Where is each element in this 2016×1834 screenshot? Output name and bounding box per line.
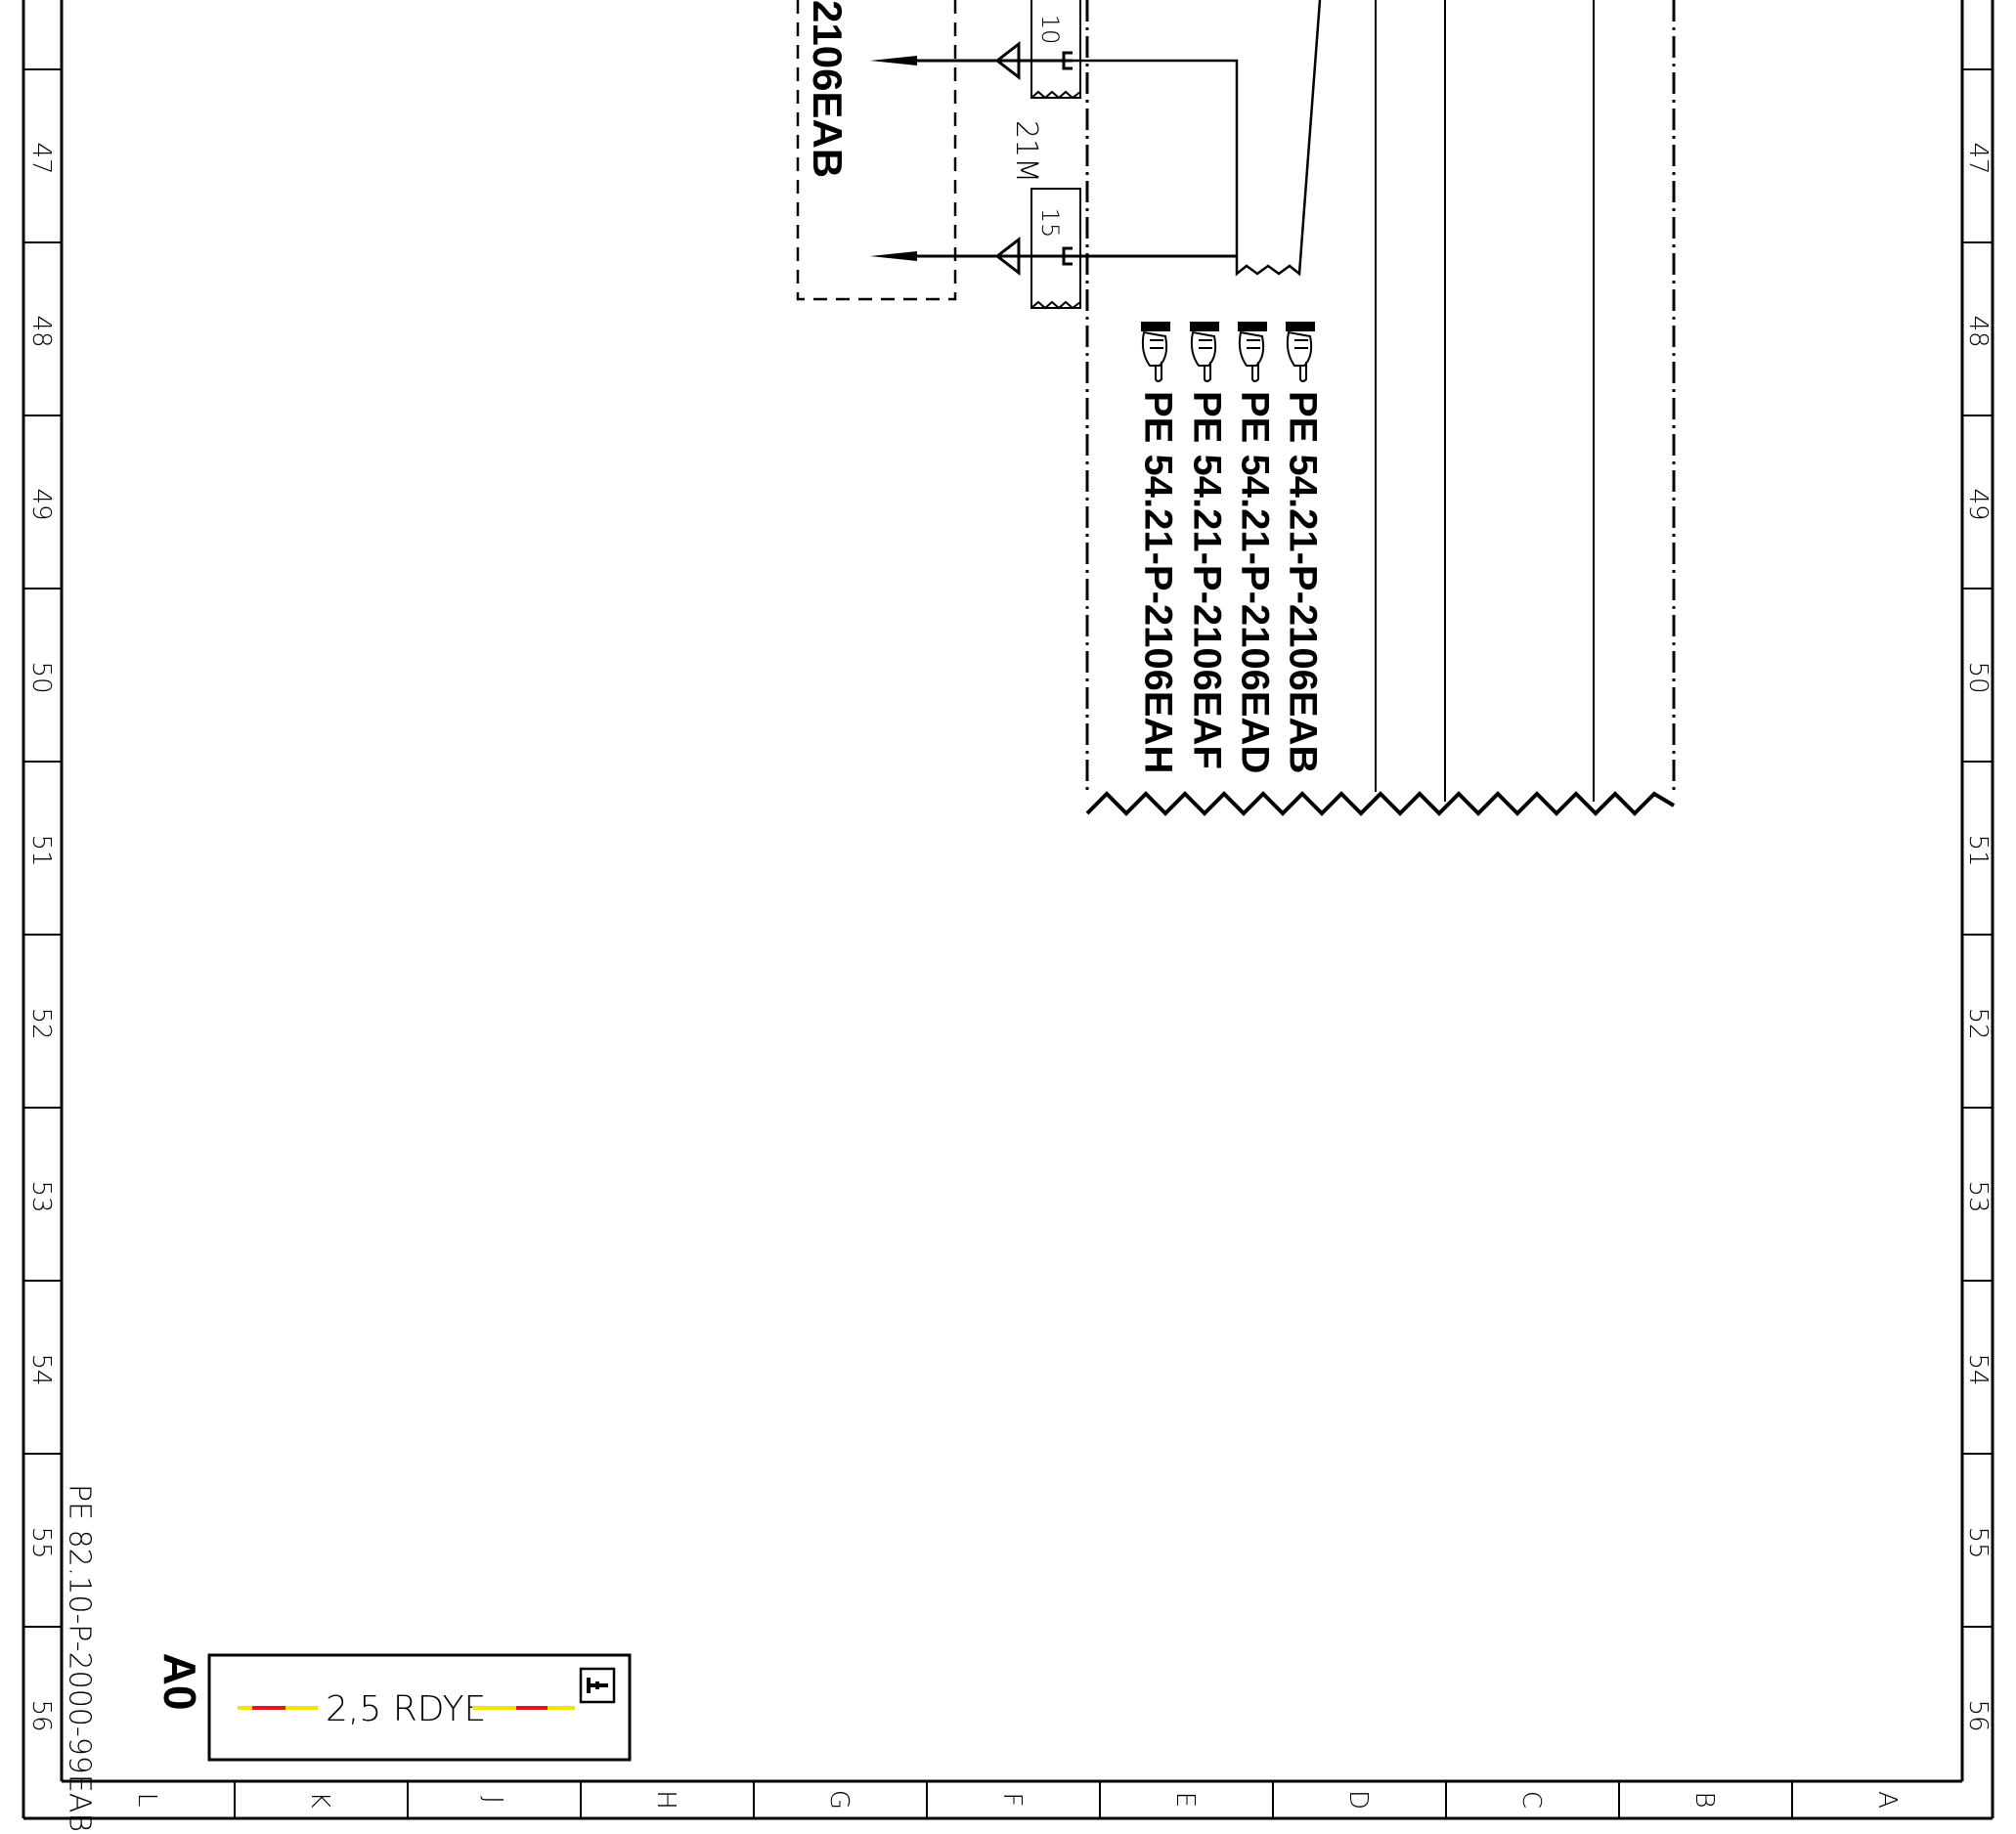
reference-list: PE 54.21-P-2106EAB PE 54.21-P-2106EAD PE…: [1136, 322, 1324, 773]
reference-text: PE 54.21-P-2106EAH: [1136, 391, 1179, 773]
row-label-left: 51: [26, 834, 56, 866]
wire-legend: 2,5 RDYE: [207, 1653, 632, 1762]
row-label-right: 56: [1963, 1699, 1993, 1731]
row-label-left: 48: [26, 315, 56, 347]
reference-item: PE 54.21-P-2106EAB: [1281, 322, 1324, 773]
connector-pin-15: 15: [870, 188, 1081, 310]
info-icon[interactable]: [579, 1667, 616, 1704]
column-label: J: [478, 1796, 507, 1804]
wire-legend-label: 2,5 RDYE: [326, 1689, 486, 1729]
row-label-right: 52: [1963, 1007, 1993, 1039]
reference-item: PE 54.21-P-2106EAH: [1136, 322, 1179, 773]
column-label: D: [1343, 1790, 1373, 1810]
column-label: F: [997, 1793, 1027, 1808]
row-label-right: 48: [1963, 315, 1993, 347]
cable-tag: 21M: [1009, 120, 1043, 183]
column-label: A: [1872, 1791, 1902, 1809]
pin-number: 10: [1036, 15, 1064, 45]
column-label: C: [1516, 1791, 1546, 1809]
pin-number: 15: [1036, 208, 1064, 239]
row-label-right: 54: [1963, 1353, 1993, 1385]
column-grid: [234, 1781, 1793, 1818]
reference-text: PE 54.21-P-2106EAB: [1281, 391, 1324, 773]
reference-item: PE 54.21-P-2106EAD: [1233, 322, 1276, 773]
sheet-size: A0: [154, 1653, 205, 1711]
pointing-hand-icon: [1238, 322, 1267, 382]
row-label-right: 55: [1963, 1526, 1993, 1558]
row-label-right: 49: [1963, 488, 1993, 520]
reference-text: PE 54.21-P-2106EAF: [1185, 391, 1228, 769]
column-label: H: [651, 1790, 680, 1810]
document-reference: PE 82.10-P-2000-99EAB: [63, 1484, 97, 1832]
row-label-left: 56: [26, 1699, 56, 1731]
pointing-hand-icon: [1141, 322, 1170, 382]
row-grid: [23, 68, 1993, 1628]
pointing-hand-icon: [1286, 322, 1315, 382]
row-label-left: 49: [26, 488, 56, 520]
row-label-left: 54: [26, 1353, 56, 1385]
column-label: E: [1170, 1792, 1200, 1808]
row-label-left: 52: [26, 1007, 56, 1039]
connector-pin-10: 10: [870, 0, 1081, 100]
reference-text: PE 54.21-P-2106EAD: [1233, 391, 1276, 773]
column-label: B: [1689, 1791, 1719, 1808]
column-label: L: [132, 1793, 161, 1808]
connector-block: 2106EAB: [796, 0, 957, 301]
row-label-left: 50: [26, 661, 56, 693]
row-label-left: 55: [26, 1526, 56, 1558]
column-label: G: [824, 1790, 854, 1810]
wire-bundle: [1073, 0, 1676, 816]
pointing-hand-icon: [1190, 322, 1219, 382]
row-label-right: 53: [1963, 1180, 1993, 1212]
row-label-left: 53: [26, 1180, 56, 1212]
row-label-left: 47: [26, 142, 56, 174]
row-label-right: 50: [1963, 661, 1993, 693]
drawing-frame: [22, 0, 1994, 1820]
reference-item: PE 54.21-P-2106EAF: [1185, 322, 1228, 769]
column-label: K: [305, 1791, 334, 1808]
connector-label: 2106EAB: [805, 0, 851, 178]
row-label-right: 51: [1963, 834, 1993, 866]
row-label-right: 47: [1963, 142, 1993, 174]
